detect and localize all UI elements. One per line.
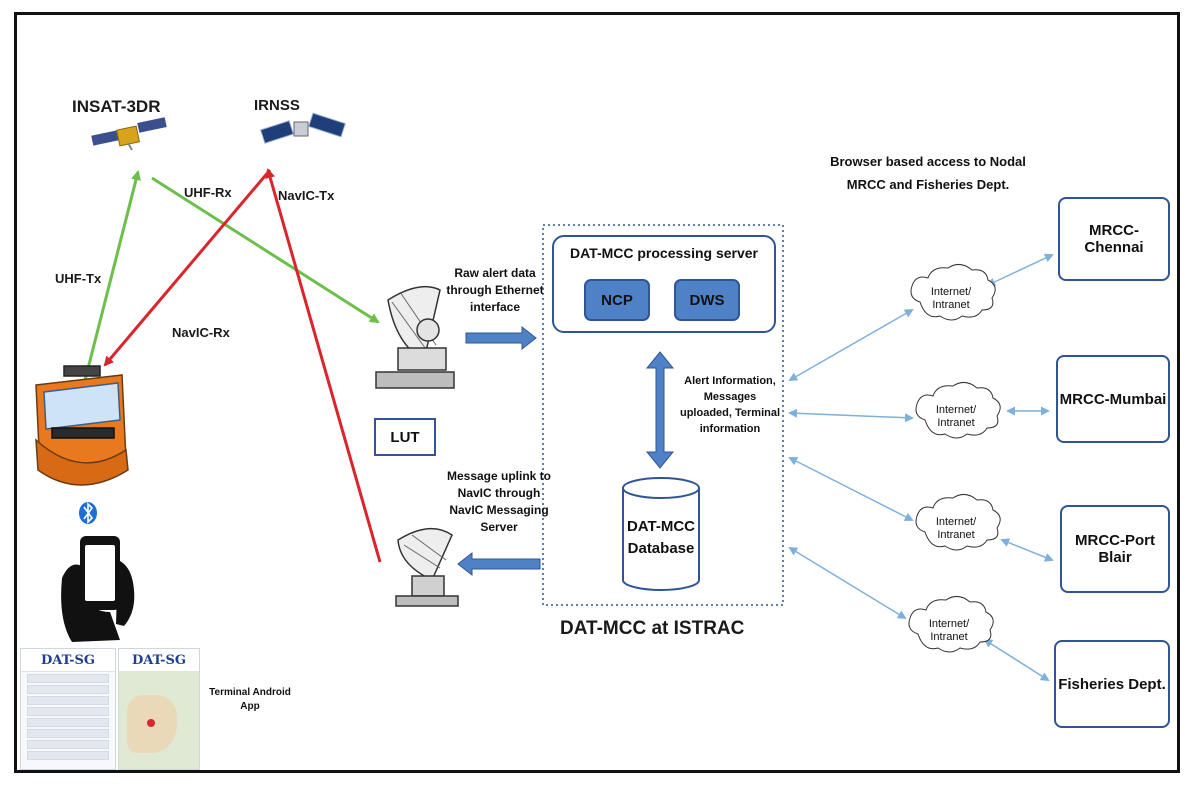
node-line: MRCC-Port <box>1075 532 1155 549</box>
cloud-label-4: Internet/ Intranet <box>916 618 982 644</box>
uplink-arrow <box>457 551 541 577</box>
raw-data-arrow <box>465 325 537 351</box>
cloud-label-line: Internet/ <box>935 516 977 528</box>
app-caption: Terminal Android App <box>202 686 298 714</box>
net-link-1 <box>788 309 914 381</box>
raw-alert-line: interface <box>469 300 521 314</box>
node-line: Blair <box>1098 549 1132 566</box>
cloud-label-3: Internet/ Intranet <box>923 516 989 542</box>
node-link-4 <box>983 638 1050 682</box>
irnss-satellite-icon <box>259 112 346 144</box>
app-row <box>27 751 109 760</box>
database-line: Database <box>627 540 695 557</box>
node-link-3 <box>1000 538 1054 562</box>
uplink-line: Message uplink to <box>446 469 552 483</box>
cloud-label-line: Internet/ <box>928 618 970 630</box>
raw-alert-line: through Ethernet <box>446 283 544 297</box>
lut-dish-icon <box>375 285 455 389</box>
map-pin-icon <box>147 719 155 727</box>
browser-access-line: Browser based access to Nodal <box>830 154 1026 169</box>
bluetooth-icon <box>79 502 97 524</box>
mcc-boundary <box>542 224 784 606</box>
dws-block: DWS <box>674 279 740 321</box>
navic-tx-label: NavIC-Tx <box>278 188 335 203</box>
navic-rx-link <box>103 169 272 367</box>
browser-access-line: MRCC and Fisheries Dept. <box>846 177 1010 192</box>
diagram-frame <box>14 12 1180 773</box>
mcc-caption: DAT-MCC at ISTRAC <box>560 618 745 639</box>
node-mrcc-mumbai: MRCC-Mumbai <box>1056 355 1170 443</box>
app-row <box>27 674 109 683</box>
navic-rx-label: NavIC-Rx <box>172 325 230 340</box>
uhf-rx-label: UHF-Rx <box>184 185 232 200</box>
app-row <box>27 696 109 705</box>
node-fisheries: Fisheries Dept. <box>1054 640 1170 728</box>
app-caption-line: App <box>240 701 260 712</box>
app-caption-line: Terminal Android <box>209 687 291 698</box>
app-row <box>27 685 109 694</box>
app-screen-map: DAT-SG <box>118 648 200 770</box>
raw-alert-text: Raw alert data through Ethernet interfac… <box>445 265 545 316</box>
uhf-rx-link <box>151 176 380 324</box>
database-cylinder <box>622 477 700 591</box>
node-link-1 <box>986 253 1054 287</box>
cloud-label-line: Intranet <box>932 299 970 311</box>
app-screen-messages: DAT-SG <box>20 648 116 770</box>
navic-tx-link <box>265 168 382 563</box>
processing-server-title: DAT-MCC processing server <box>569 245 758 261</box>
cloud-label-line: Internet/ <box>935 404 977 416</box>
db-info-line: uploaded, Terminal <box>679 407 781 419</box>
server-db-arrow <box>645 351 675 469</box>
uplink-text: Message uplink to NavIC through NavIC Me… <box>444 468 554 536</box>
terminal-device-icon <box>35 365 129 486</box>
app-row <box>27 718 109 727</box>
lut-box: LUT <box>374 418 436 456</box>
app-row <box>27 707 109 716</box>
cloud-label-1: Internet/ Intranet <box>918 286 984 312</box>
cloud-label-line: Intranet <box>930 631 968 643</box>
uplink-line: Server <box>480 520 518 534</box>
insat-label: INSAT-3DR <box>72 97 161 116</box>
uplink-line: NavIC Messaging <box>449 503 549 517</box>
insat-satellite-icon <box>91 117 167 151</box>
cloud-label-line: Intranet <box>937 417 975 429</box>
database-label: DAT-MCC Database <box>623 516 699 560</box>
db-info-text: Alert Information, Messages uploaded, Te… <box>676 373 784 437</box>
cloud-icon <box>908 264 1001 653</box>
cloud-label-line: Intranet <box>937 529 975 541</box>
app-row <box>27 729 109 738</box>
cloud-label-line: Internet/ <box>930 286 972 298</box>
db-info-line: Alert Information, <box>684 375 776 387</box>
node-mrcc-port-blair: MRCC-Port Blair <box>1060 505 1170 593</box>
uhf-tx-label: UHF-Tx <box>55 271 102 286</box>
db-info-line: Messages <box>703 391 757 403</box>
net-link-3 <box>788 457 914 521</box>
database-line: DAT-MCC <box>626 518 696 535</box>
app-brand: DAT-SG <box>21 649 115 672</box>
map-view <box>119 671 199 769</box>
net-link-4 <box>788 546 907 620</box>
db-info-line: information <box>699 423 761 435</box>
uplink-dish-icon <box>395 527 459 607</box>
cloud-label-2: Internet/ Intranet <box>923 404 989 430</box>
irnss-label: IRNSS <box>254 97 300 114</box>
phone-in-hand-icon <box>61 536 135 642</box>
browser-access-text: Browser based access to Nodal MRCC and F… <box>808 150 1048 196</box>
app-row <box>27 740 109 749</box>
app-brand: DAT-SG <box>119 649 199 672</box>
net-link-2 <box>788 408 914 423</box>
uplink-line: NavIC through <box>457 486 541 500</box>
node-mrcc-chennai: MRCC-Chennai <box>1058 197 1170 281</box>
raw-alert-line: Raw alert data <box>454 266 536 280</box>
ncp-block: NCP <box>584 279 650 321</box>
